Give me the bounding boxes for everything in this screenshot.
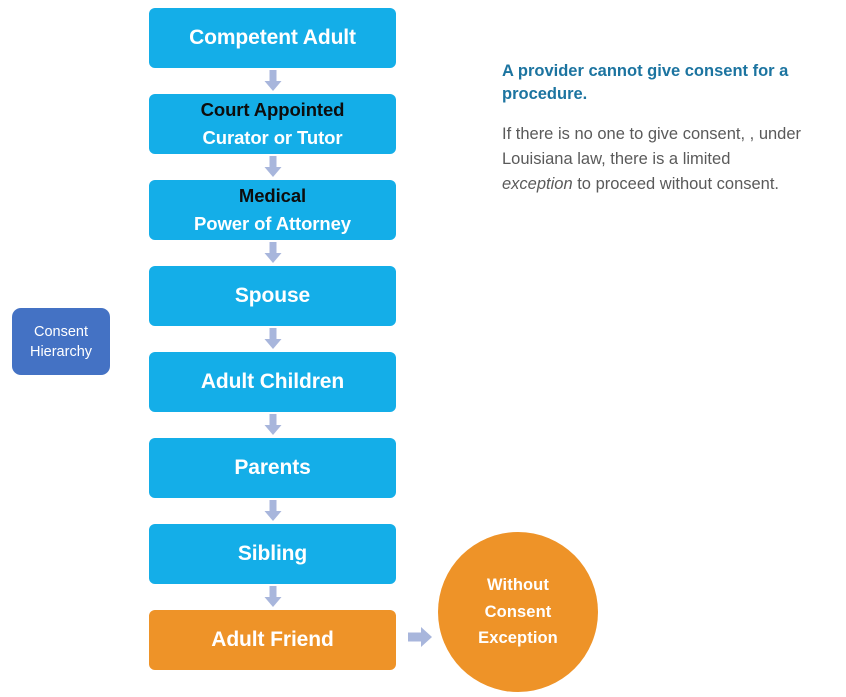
flow-node-spouse: Spouse — [149, 266, 396, 326]
consent-hierarchy-badge-line1: Consent — [33, 323, 88, 340]
flow-node-competent-adult: Competent Adult — [149, 8, 396, 68]
flow-node-label: Adult Friend — [211, 628, 334, 652]
note-body-part1: If there is no one to give consent, , un… — [502, 124, 802, 168]
note-heading: A provider cannot give consent for a pro… — [502, 62, 789, 104]
without-consent-exception-circle: Without Consent Exception — [438, 532, 598, 692]
circle-label-line2: Consent — [484, 602, 552, 621]
flow-node-label-secondary: Power of Attorney — [194, 212, 351, 234]
flow-node-medical-power-of-attorney: Medical Power of Attorney — [149, 180, 396, 240]
arrow-down-icon — [149, 584, 396, 610]
arrow-down-icon — [149, 240, 396, 266]
arrow-down-icon — [149, 68, 396, 94]
flow-node-parents: Parents — [149, 438, 396, 498]
arrow-down-icon — [149, 326, 396, 352]
flow-node-label: Parents — [234, 456, 311, 480]
flow-node-label-secondary: Curator or Tutor — [202, 126, 343, 148]
flow-node-label: Adult Children — [200, 370, 345, 394]
flow-node-label-primary: Medical — [238, 185, 307, 206]
arrow-right-icon — [408, 625, 434, 649]
arrow-down-icon — [149, 412, 396, 438]
flow-node-sibling: Sibling — [149, 524, 396, 584]
flow-node-label: Sibling — [237, 542, 308, 566]
arrow-down-icon — [149, 498, 396, 524]
flow-node-label: Competent Adult — [189, 26, 356, 50]
consent-hierarchy-badge: Consent Hierarchy — [12, 308, 110, 375]
flow-node-adult-children: Adult Children — [149, 352, 396, 412]
note-body-part2: to proceed without consent. — [572, 175, 780, 193]
arrow-down-icon — [149, 154, 396, 180]
note-body-emphasis: exception — [502, 175, 573, 193]
flow-node-court-appointed-curator-or-tutor: Court Appointed Curator or Tutor — [149, 94, 396, 154]
note-body: If there is no one to give consent, , un… — [502, 122, 802, 197]
consent-hierarchy-badge-line2: Hierarchy — [29, 343, 93, 360]
provider-consent-note: A provider cannot give consent for a pro… — [502, 60, 802, 197]
consent-hierarchy-flow: Competent Adult Court Appointed Curator … — [149, 8, 396, 670]
flow-node-adult-friend: Adult Friend — [149, 610, 396, 670]
flow-node-label: Spouse — [234, 284, 311, 308]
flow-node-label-primary: Court Appointed — [200, 99, 345, 120]
circle-label-line1: Without — [487, 575, 549, 594]
circle-label-line3: Exception — [478, 629, 558, 648]
